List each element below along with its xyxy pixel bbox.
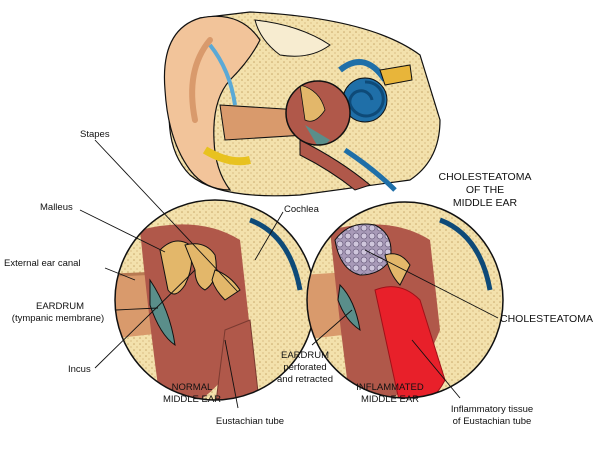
label-incus: Incus [68,364,91,375]
label-malleus: Malleus [40,202,73,213]
label-inflammatory-tissue-2: of Eustachian tube [453,416,532,427]
title-line-2: OF THE [466,184,504,196]
label-eardrum-perforated-3: and retracted [277,374,333,385]
label-eardrum: EARDRUM [36,301,84,312]
label-normal-1: NORMAL [172,382,213,393]
label-cochlea: Cochlea [284,204,320,215]
label-inflammatory-tissue-1: Inflammatory tissue [451,404,533,415]
ear-cross-section [163,11,441,197]
title-line-3: MIDDLE EAR [453,197,518,209]
auricle [163,15,261,191]
label-eustachian-tube: Eustachian tube [216,416,284,427]
label-inflamed-2: MIDDLE EAR [361,394,419,405]
leader-lines [79,139,499,409]
title: CHOLESTEATOMA OF THE MIDDLE EAR [439,171,532,209]
title-line-1: CHOLESTEATOMA [439,171,532,183]
magnify-circle-top [285,80,351,146]
label-cholesteatoma: CHOLESTEATOMA [500,313,593,325]
label-eardrum-perforated-1: EARDRUM [281,350,329,361]
label-inflamed-1: INFLAMMATED [356,382,424,393]
normal-ear-circle [114,199,316,401]
label-normal-2: MIDDLE EAR [163,394,221,405]
label-stapes: Stapes [80,129,110,140]
label-tympanic-membrane: (tympanic membrane) [12,313,104,324]
label-external-ear-canal: External ear canal [4,258,81,269]
label-eardrum-perforated-2: perforated [283,362,326,373]
inflamed-ear-circle [306,201,504,399]
